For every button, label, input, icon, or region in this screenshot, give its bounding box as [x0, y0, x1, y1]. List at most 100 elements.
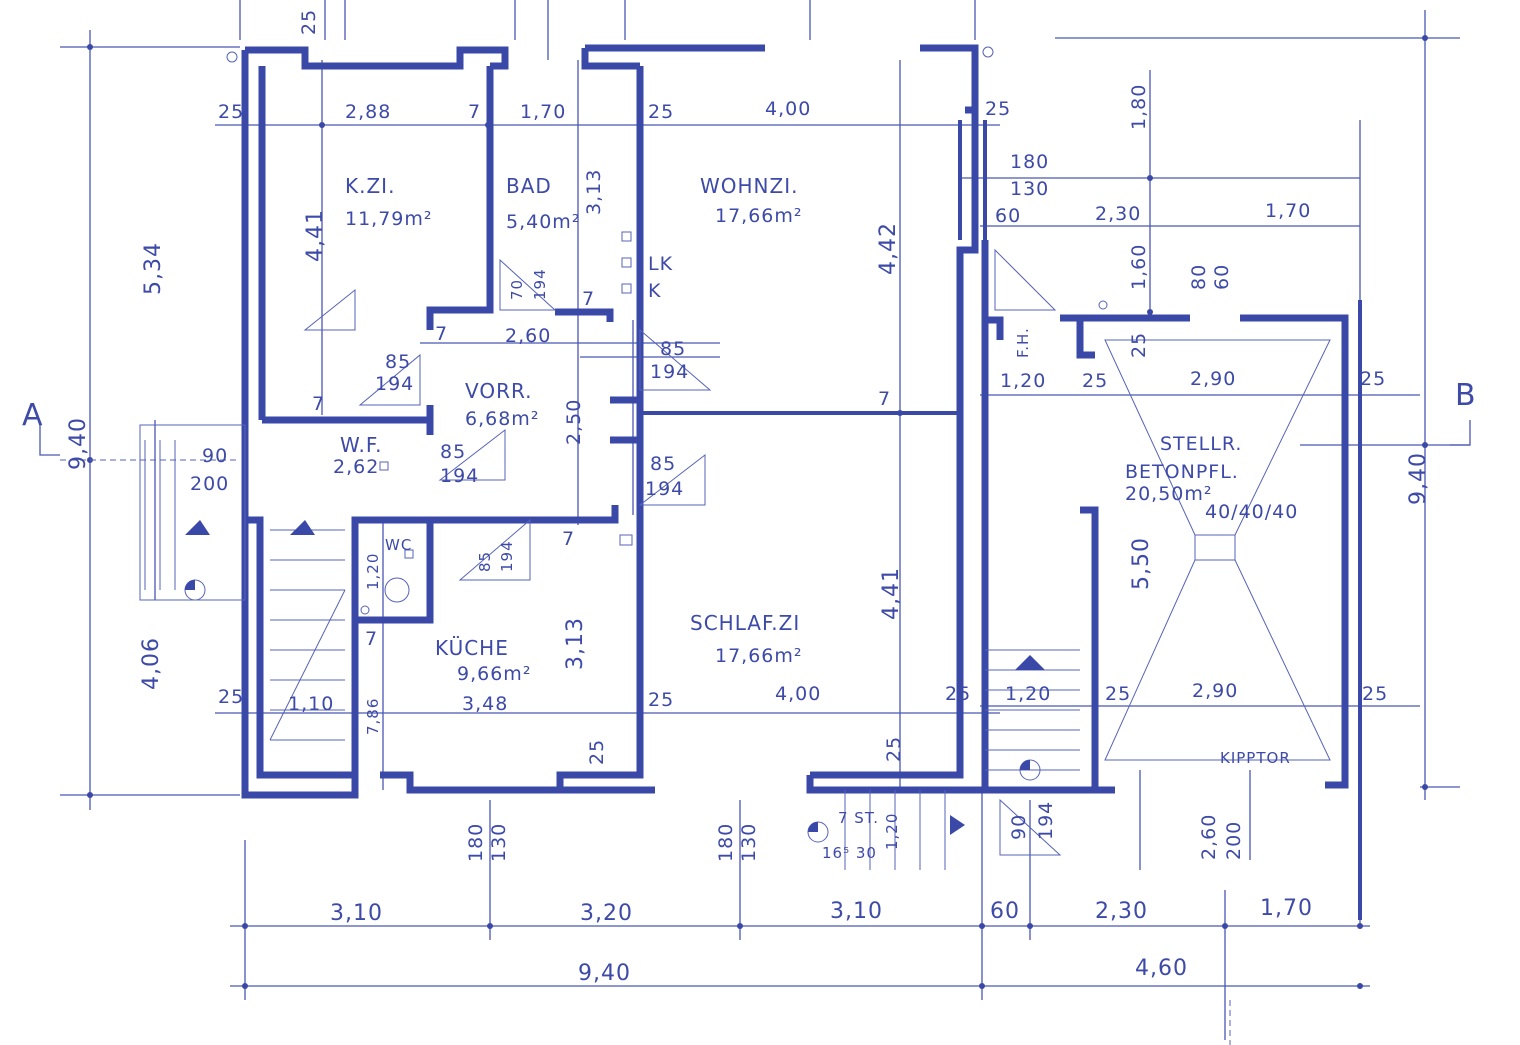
- dim-text: 25: [1082, 370, 1108, 392]
- dim-text: 60: [995, 205, 1021, 227]
- dim-text: 7: [312, 393, 325, 415]
- garage-name: STELLR.: [1160, 433, 1242, 455]
- wc-name: WC: [385, 536, 412, 554]
- dim-text: 25: [1362, 683, 1388, 705]
- kzi-area: 11,79m²: [345, 208, 433, 230]
- dim-text: 3,10: [830, 899, 883, 924]
- dim-text: 3,20: [580, 901, 633, 926]
- dim-text: 4,41: [303, 209, 328, 262]
- dim-text: 194: [645, 478, 684, 500]
- dim-text: 194: [650, 361, 689, 383]
- section-b-label: B: [1455, 378, 1477, 413]
- fh-label: F.H.: [1014, 327, 1032, 358]
- dim-text: 7: [562, 528, 575, 550]
- dim-text: 25: [1128, 332, 1150, 358]
- dim-text: 1,10: [288, 693, 334, 715]
- dim-text: 4,41: [879, 567, 904, 620]
- wohnzi-name: WOHNZI.: [700, 174, 798, 198]
- dim-text: 85: [650, 453, 676, 475]
- kueche-extra: 3,48: [462, 693, 508, 715]
- dim-text: 2,30: [1095, 899, 1148, 924]
- dim-text: 90: [202, 445, 228, 467]
- dim-text: 3,13: [563, 617, 588, 670]
- dim-text: 5,50: [1129, 537, 1154, 590]
- bad-name: BAD: [506, 174, 552, 198]
- dim-text: 4,06: [139, 637, 164, 690]
- section-a-label: A: [22, 398, 44, 433]
- dim-text: 1,20: [364, 553, 382, 590]
- dim-text: 25: [1105, 683, 1131, 705]
- dim-text: 85: [440, 441, 466, 463]
- dim-text: 7: [878, 388, 891, 410]
- schlafzi-area: 17,66m²: [715, 645, 803, 667]
- dim-text: 4,00: [765, 98, 811, 120]
- dim-text: 194: [1035, 801, 1057, 840]
- wf-area: 2,62: [333, 456, 379, 478]
- dim-text: 1,20: [1000, 370, 1046, 392]
- dim-text: 2,90: [1192, 680, 1238, 702]
- dim-text: 1,20: [883, 813, 901, 850]
- dim-text: 1,80: [1128, 84, 1150, 130]
- dim-text: 80: [1188, 264, 1210, 290]
- dim-text: 25: [985, 98, 1011, 120]
- dim-text: 25: [1360, 368, 1386, 390]
- dim-text: 194: [440, 465, 479, 487]
- dim-text: 85: [385, 351, 411, 373]
- dim-text: 194: [498, 540, 516, 572]
- dim-text: 4,00: [775, 683, 821, 705]
- garage-line2: BETONPFL.: [1125, 461, 1239, 483]
- wohnzi-area: 17,66m²: [715, 205, 803, 227]
- dim-text: 200: [190, 473, 229, 495]
- dim-text: 7 ST.: [838, 809, 879, 827]
- dim-text: 85: [476, 551, 494, 572]
- garage-note: 40/40/40: [1205, 501, 1298, 523]
- dim-text: 1,70: [520, 101, 566, 123]
- dim-text: 194: [375, 373, 414, 395]
- dim-text: 2,90: [1190, 368, 1236, 390]
- dim-text: 7: [582, 288, 595, 310]
- dim-text: 130: [738, 823, 760, 862]
- bad-area: 5,40m²: [506, 211, 580, 233]
- dim-text: 7: [468, 101, 481, 123]
- dim-text: 90: [1008, 814, 1030, 840]
- kueche-area: 9,66m²: [457, 663, 531, 685]
- dim-text: 25: [218, 101, 244, 123]
- dim-text: 3,13: [583, 169, 605, 215]
- dim-text: 60: [990, 899, 1020, 924]
- dim-text: 4,42: [876, 222, 901, 275]
- kzi-name: K.ZI.: [345, 174, 395, 198]
- dimension-lines: [60, 0, 1470, 1045]
- dim-text: 2,30: [1095, 203, 1141, 225]
- schlafzi-name: SCHLAF.ZI: [690, 611, 800, 635]
- dim-text: 180: [715, 823, 737, 862]
- dim-text: 9,40: [1406, 452, 1431, 505]
- dim-text: 130: [1010, 178, 1049, 200]
- dim-text: 25: [218, 686, 244, 708]
- k-label: K: [648, 280, 661, 302]
- dim-text: 9,40: [66, 417, 91, 470]
- kueche-name: KÜCHE: [435, 636, 509, 660]
- garage-door: KIPPTOR: [1220, 749, 1291, 767]
- dim-text: 25: [648, 101, 674, 123]
- dim-text: 1,70: [1265, 200, 1311, 222]
- garage-area: 20,50m²: [1125, 483, 1213, 505]
- room-labels: K.ZI. 11,79m² BAD 5,40m² WOHNZI. 17,66m²…: [22, 174, 1477, 767]
- dim-text: 130: [488, 823, 510, 862]
- vertical-dimension-text: 5,34 4,41 3,13 4,42 4,41 3,13 4,06 9,40 …: [66, 9, 1431, 862]
- dim-text: 7,86: [364, 698, 382, 735]
- dim-text: 25: [945, 683, 971, 705]
- dim-text: 5,34: [141, 242, 166, 295]
- dim-text: 2,60: [1198, 814, 1220, 860]
- dim-text: 1,70: [1260, 896, 1313, 921]
- dim-text: 180: [465, 823, 487, 862]
- dim-text: 2,60: [505, 325, 551, 347]
- dim-text: 1,60: [1128, 244, 1150, 290]
- dim-text: 70: [508, 279, 526, 300]
- lk-label: LK: [648, 253, 673, 275]
- vorr-name: VORR.: [465, 379, 533, 403]
- stair-symbols: [39, 46, 1471, 870]
- walls: [241, 44, 1362, 920]
- vorr-area: 6,68m²: [465, 408, 539, 430]
- dim-text: 1,20: [1005, 683, 1051, 705]
